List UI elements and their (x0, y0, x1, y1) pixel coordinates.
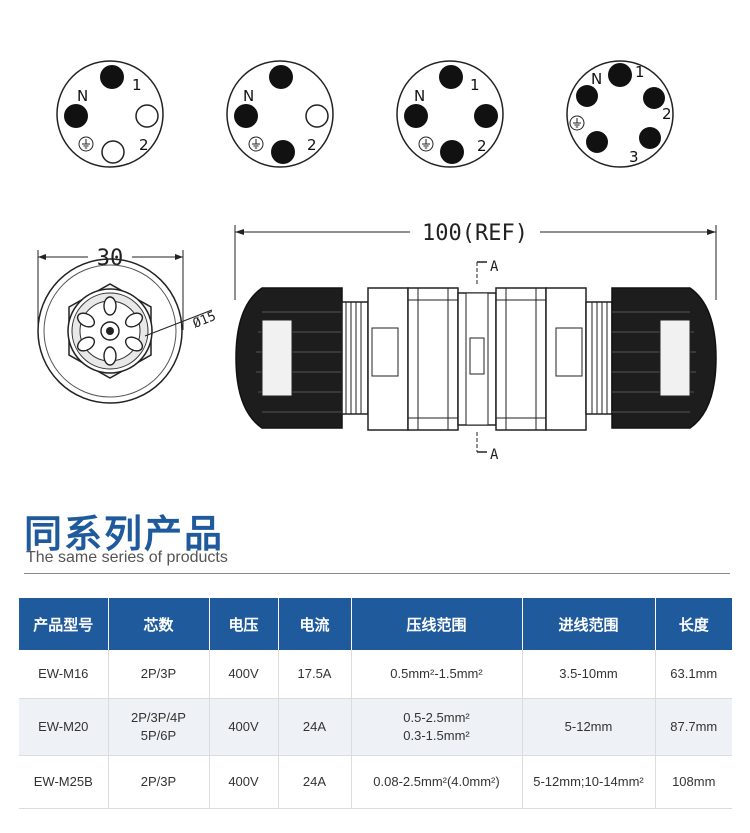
cell-model: EW-M25B (19, 755, 109, 809)
cell-voltage: 400V (209, 755, 279, 809)
pin-open (135, 104, 159, 128)
pin-filled (586, 131, 608, 153)
side-view: 100(REF) (234, 221, 717, 463)
pin-label: 2 (307, 136, 317, 154)
pin-filled (269, 65, 293, 89)
header-length: 长度 (655, 598, 732, 650)
pin-label: 1 (470, 76, 480, 94)
cell-length: 108mm (655, 755, 732, 809)
pin-open (305, 104, 329, 128)
pin-diagram-3: N 1 2 (396, 60, 504, 168)
cell-current: 24A (278, 698, 352, 756)
pin-filled (474, 104, 498, 128)
pin-label: N (591, 70, 602, 88)
pin-label: 2 (139, 136, 149, 154)
cell-entry-range: 5-12mm;10-14mm² (522, 755, 656, 809)
diameter-dimension: Ø15 (191, 309, 218, 332)
ground-icon (418, 136, 434, 152)
table-row: EW-M16 2P/3P 400V 17.5A 0.5mm²-1.5mm² 3.… (19, 650, 732, 699)
ground-icon (569, 115, 585, 131)
pin-filled (64, 104, 88, 128)
cell-cores: 2P/3P/4P 5P/6P (108, 698, 210, 756)
pin-label: N (414, 87, 425, 105)
section-subtitle: The same series of products (26, 549, 228, 566)
table-row: EW-M20 2P/3P/4P 5P/6P 400V 24A 0.5-2.5mm… (19, 698, 732, 756)
ground-icon (248, 136, 264, 152)
section-mark-top: A (490, 259, 499, 275)
table-header-row: 产品型号 芯数 电压 电流 压线范围 进线范围 长度 (19, 598, 732, 650)
pin-label: N (77, 87, 88, 105)
cell-model: EW-M16 (19, 650, 109, 699)
front-view: 30 Ø15 (37, 246, 218, 404)
pin-open (101, 140, 125, 164)
pin-label: 3 (629, 148, 639, 166)
section-mark-bottom: A (490, 447, 499, 463)
pin-filled (439, 65, 463, 89)
pin-filled (100, 65, 124, 89)
pin-filled (271, 140, 295, 164)
technical-drawings: 1 N 2 N 2 N 1 (37, 60, 717, 463)
cell-voltage: 400V (209, 698, 279, 756)
cell-voltage: 400V (209, 650, 279, 699)
pin-filled (639, 127, 661, 149)
table-row: EW-M25B 2P/3P 400V 24A 0.08-2.5mm²(4.0mm… (19, 755, 732, 809)
header-cores: 芯数 (108, 598, 210, 650)
pin-filled (576, 85, 598, 107)
cell-length: 87.7mm (655, 698, 732, 756)
header-current: 电流 (278, 598, 352, 650)
pin-label: 1 (635, 63, 645, 81)
section-title: 同系列产品 (24, 512, 225, 556)
header-wire-range: 压线范围 (351, 598, 523, 650)
pin-filled (440, 140, 464, 164)
pin-diagram-2: N 2 (226, 60, 334, 168)
pin-label: 2 (477, 137, 487, 155)
header-voltage: 电压 (209, 598, 279, 650)
pin-label: 2 (662, 105, 672, 123)
header-entry-range: 进线范围 (522, 598, 656, 650)
header-model: 产品型号 (19, 598, 109, 650)
pin-filled (608, 63, 632, 87)
cell-wire-range: 0.08-2.5mm²(4.0mm²) (351, 755, 523, 809)
pin-diagram-4: N 1 2 3 (566, 60, 674, 168)
cell-entry-range: 3.5-10mm (522, 650, 656, 699)
pin-label: N (243, 87, 254, 105)
pin-diagram-1: 1 N 2 (56, 60, 164, 168)
cell-current: 24A (278, 755, 352, 809)
pin-filled (404, 104, 428, 128)
pin-filled (234, 104, 258, 128)
length-dimension: 100(REF) (422, 221, 528, 246)
pin-filled (643, 87, 665, 109)
cell-entry-range: 5-12mm (522, 698, 656, 756)
cell-wire-range: 0.5-2.5mm² 0.3-1.5mm² (351, 698, 523, 756)
pin-label: 1 (132, 76, 142, 94)
cell-current: 17.5A (278, 650, 352, 699)
cell-cores: 2P/3P (108, 755, 210, 809)
cell-length: 63.1mm (655, 650, 732, 699)
ground-icon (78, 136, 94, 152)
cell-wire-range: 0.5mm²-1.5mm² (351, 650, 523, 699)
cell-cores: 2P/3P (108, 650, 210, 699)
section-divider (24, 573, 730, 574)
cell-model: EW-M20 (19, 698, 109, 756)
product-spec-table: 产品型号 芯数 电压 电流 压线范围 进线范围 长度 EW-M16 2P/3P … (19, 598, 732, 809)
